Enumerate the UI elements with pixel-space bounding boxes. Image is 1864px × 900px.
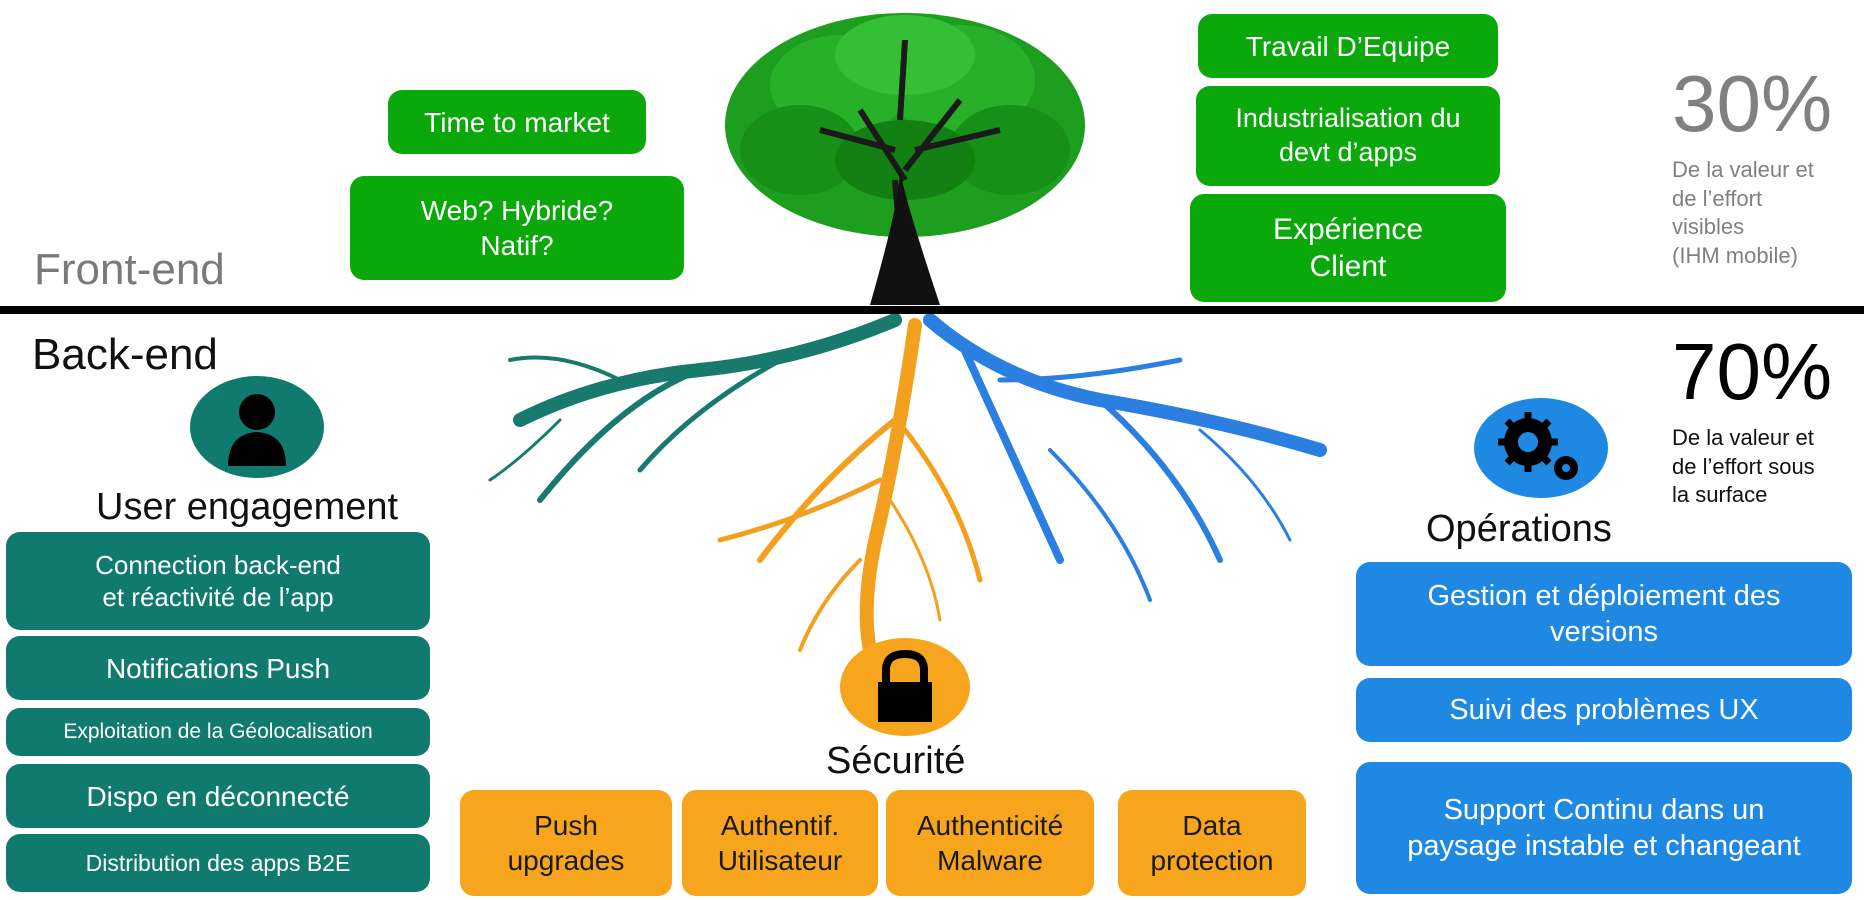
securite-item-authenticite: Authenticité Malware [886, 790, 1094, 896]
back-end-percent: 70% [1672, 327, 1833, 416]
surface-divider [0, 306, 1864, 314]
front-end-percent: 30% [1672, 59, 1833, 148]
operations-item-support: Support Continu dans un paysage instable… [1356, 762, 1852, 894]
engagement-item-geolocalisation: Exploitation de la Géolocalisation [6, 708, 430, 756]
securite-item-authentif: Authentif. Utilisateur [682, 790, 878, 896]
securite-title: Sécurité [826, 740, 966, 782]
user-engagement-title: User engagement [96, 486, 399, 528]
back-end-label: Back-end [32, 330, 218, 379]
front-end-label: Front-end [34, 245, 225, 294]
web-hybride-natif-box: Web? Hybride? Natif? [350, 176, 684, 280]
roots-security [717, 318, 983, 657]
securite-item-push-upgrades: Push upgrades [460, 790, 672, 896]
travail-equipe-box: Travail D’Equipe [1198, 14, 1498, 78]
roots-engagement [488, 313, 902, 503]
engagement-item-notifications: Notifications Push [6, 636, 430, 700]
industrialisation-box: Industrialisation du devt d’apps [1196, 86, 1500, 186]
front-end-percent-desc: De la valeur et de l’effort visibles (IH… [1672, 157, 1814, 268]
user-icon [190, 376, 324, 478]
operations-title: Opérations [1426, 508, 1612, 550]
experience-client-box: Expérience Client [1190, 194, 1506, 302]
operations-item-suivi: Suivi des problèmes UX [1356, 678, 1852, 742]
time-to-market-box: Time to market [388, 90, 646, 154]
lock-icon [840, 638, 970, 736]
roots-operations [923, 313, 1327, 602]
operations-item-gestion: Gestion et déploiement des versions [1356, 562, 1852, 666]
engagement-item-connection: Connection back-end et réactivité de l’a… [6, 532, 430, 630]
tree-canopy [705, 0, 1105, 305]
securite-item-data-protection: Data protection [1118, 790, 1306, 896]
gears-icon [1474, 398, 1608, 498]
back-end-percent-desc: De la valeur et de l’effort sous la surf… [1672, 425, 1815, 508]
engagement-item-distribution: Distribution des apps B2E [6, 834, 430, 892]
engagement-item-deconnecte: Dispo en déconnecté [6, 764, 430, 828]
